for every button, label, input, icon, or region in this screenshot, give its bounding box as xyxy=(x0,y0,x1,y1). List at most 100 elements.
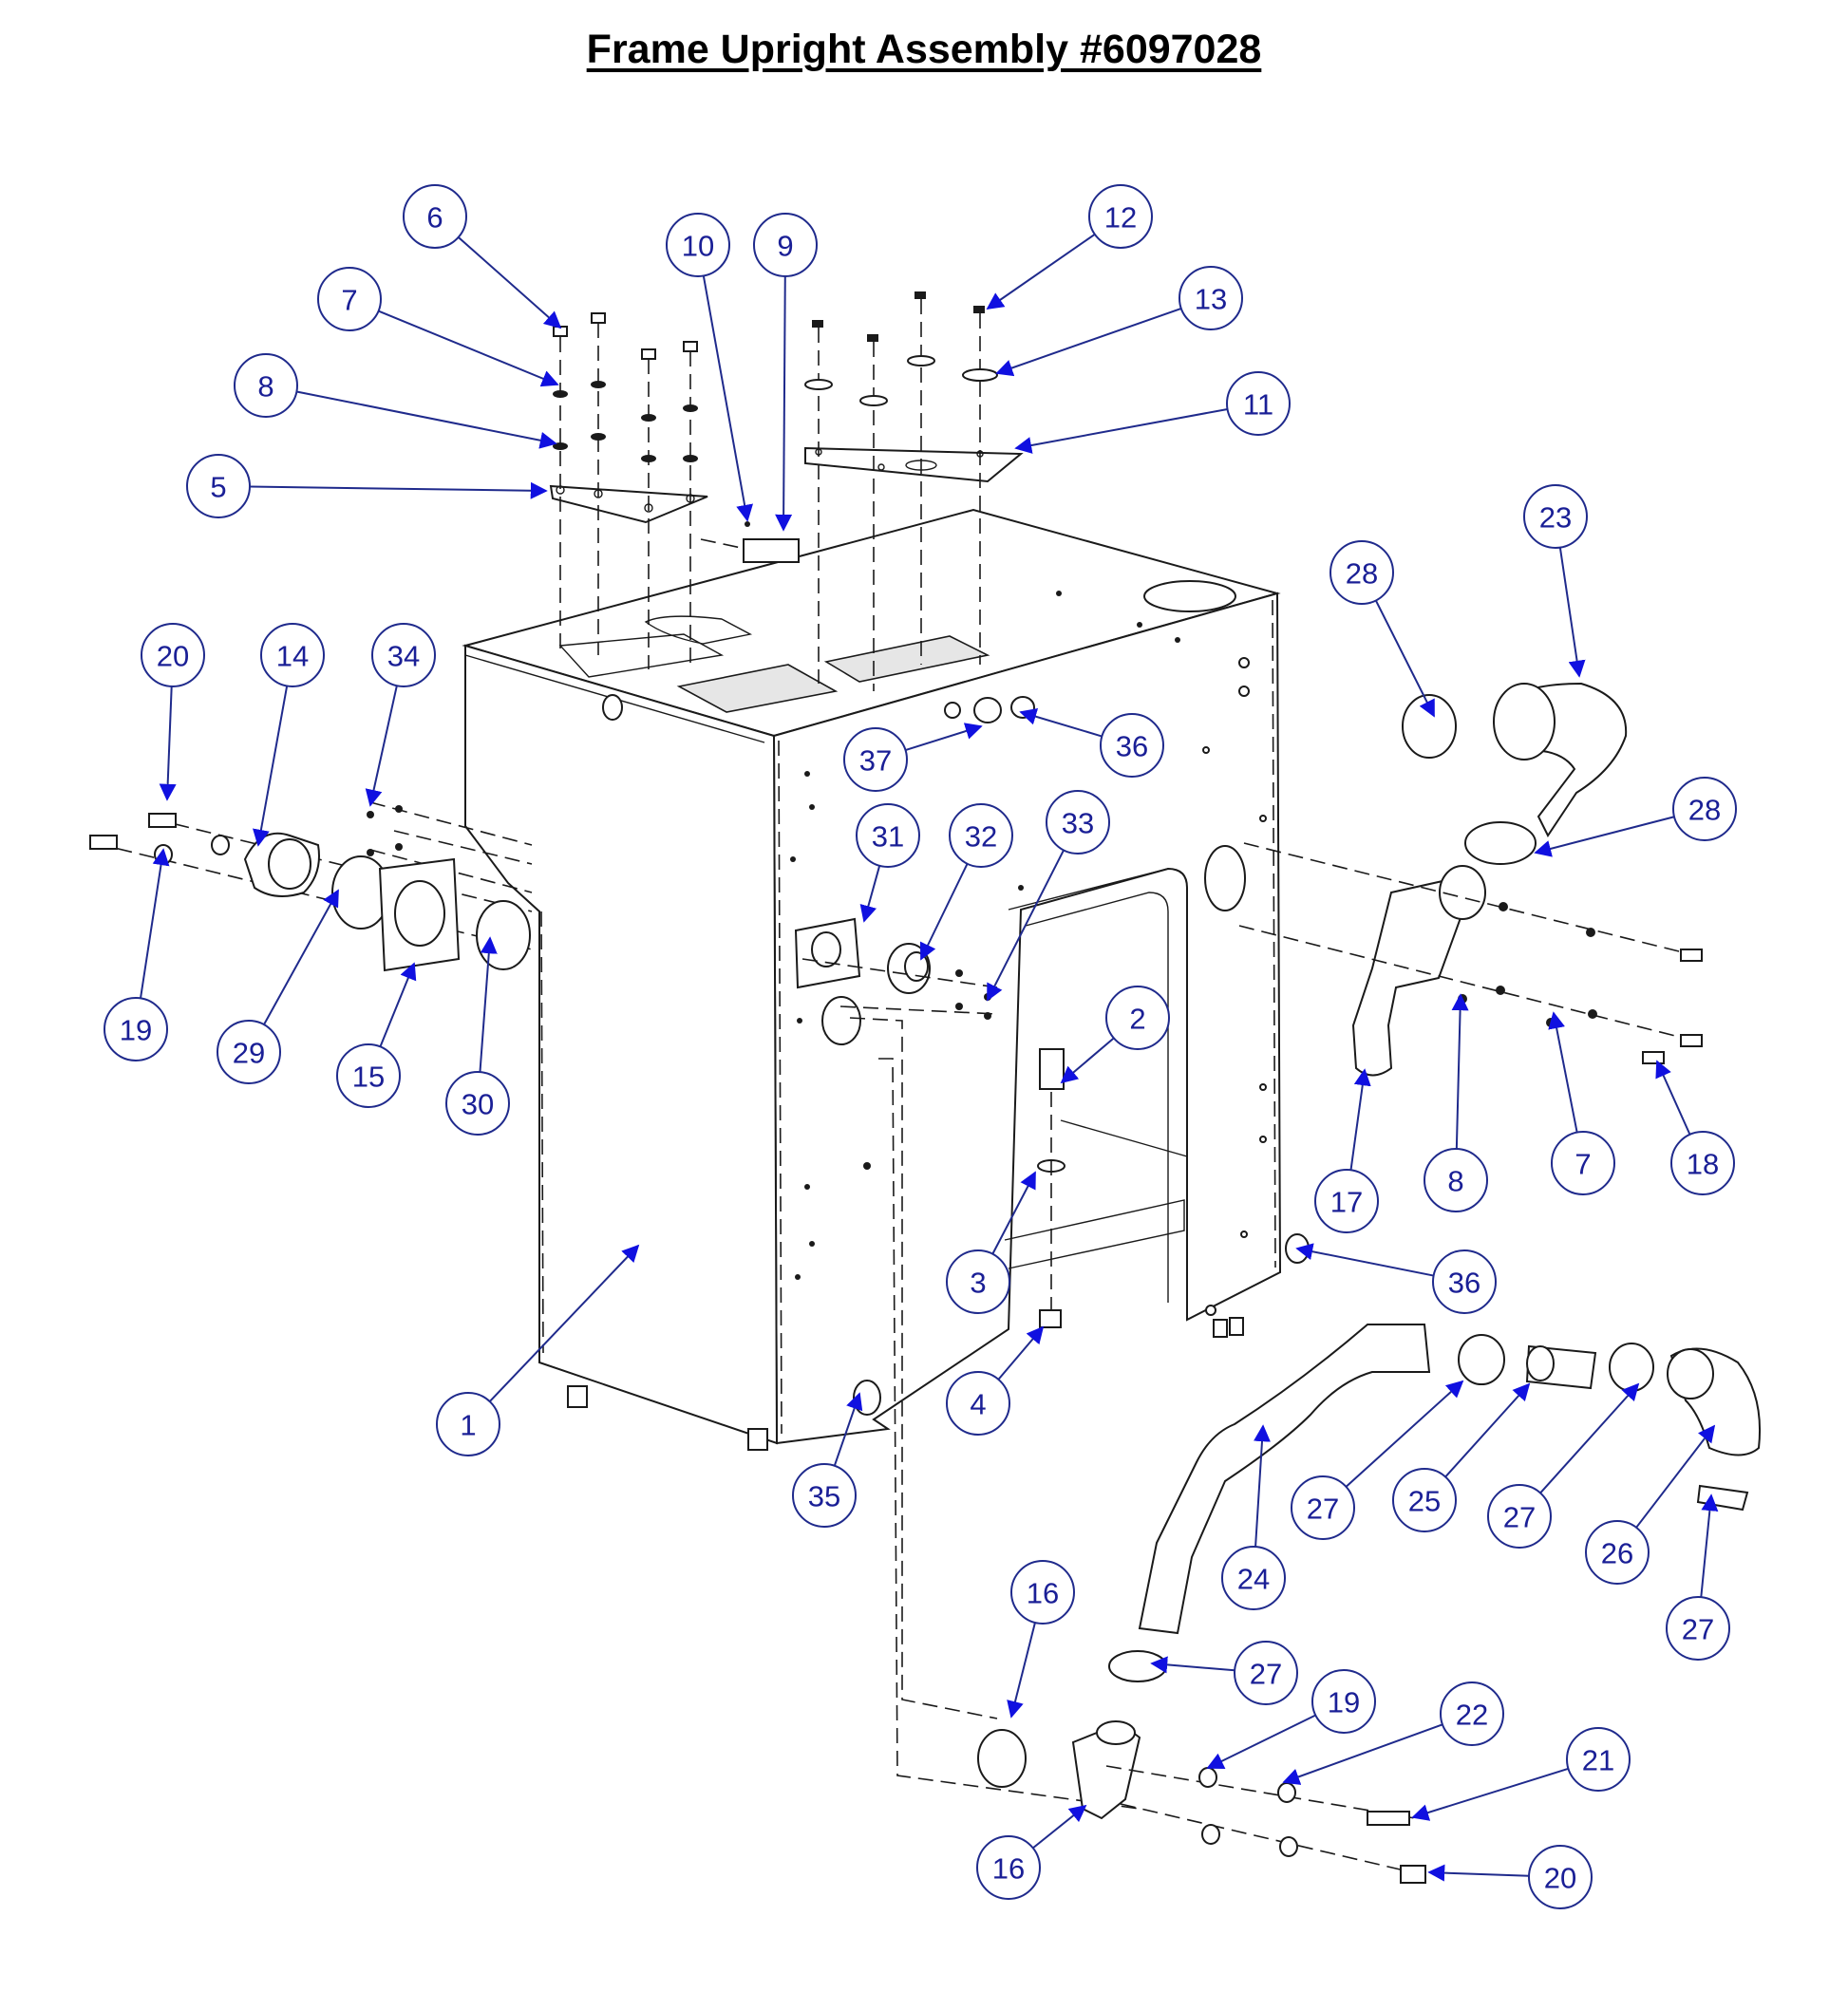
callout-bubble xyxy=(1105,986,1170,1050)
callout-13: 13 xyxy=(995,266,1243,377)
callout-leader-arrow xyxy=(1254,1424,1271,1548)
callout-bubble xyxy=(1221,1546,1286,1610)
callout-number: 32 xyxy=(965,820,997,854)
callout-24: 24 xyxy=(1221,1424,1286,1610)
callout-bubble xyxy=(1311,1669,1376,1734)
callout-bubble xyxy=(1551,1131,1615,1195)
callout-number: 30 xyxy=(462,1088,494,1121)
callout-leader-arrow xyxy=(1374,600,1435,718)
callout-bubble xyxy=(1010,1560,1075,1625)
callout-leader-arrow xyxy=(1655,1060,1691,1136)
top-fasteners xyxy=(553,291,998,691)
cover-plate-left xyxy=(549,484,708,524)
callout-bubble xyxy=(792,1463,857,1528)
callout-number: 2 xyxy=(1129,1003,1145,1036)
callout-leader-arrow xyxy=(987,849,1065,1002)
callout-number: 21 xyxy=(1582,1744,1614,1777)
callout-bubble xyxy=(1424,1148,1488,1212)
callout-number: 27 xyxy=(1682,1613,1714,1646)
callout-number: 36 xyxy=(1116,730,1148,763)
callout-number: 36 xyxy=(1448,1267,1480,1300)
callout-leader-arrow xyxy=(249,481,548,499)
callout-number: 1 xyxy=(460,1409,476,1442)
cover-plate-right xyxy=(804,446,1024,483)
callout-bubble xyxy=(1585,1520,1650,1585)
callout-bubble xyxy=(1487,1484,1552,1549)
callout-leader-arrow xyxy=(296,390,557,449)
callout-18: 18 xyxy=(1655,1060,1735,1195)
callout-bubble xyxy=(1566,1727,1631,1792)
callout-7: 7 xyxy=(1548,1011,1615,1195)
callout-number: 19 xyxy=(1328,1686,1360,1719)
callout-bubble xyxy=(317,267,382,331)
callout-37: 37 xyxy=(843,723,983,792)
callout-14: 14 xyxy=(253,623,325,847)
callout-6: 6 xyxy=(403,184,562,329)
callout-number: 26 xyxy=(1601,1537,1633,1570)
callout-leader-arrow xyxy=(489,1244,640,1402)
callout-bubble xyxy=(1046,790,1110,855)
callout-bubble xyxy=(1088,184,1153,249)
callout-number: 34 xyxy=(387,640,420,673)
callout-leader-arrow xyxy=(986,233,1096,310)
callout-1: 1 xyxy=(436,1244,640,1456)
callout-leader-arrow xyxy=(905,723,983,752)
callout-number: 27 xyxy=(1307,1493,1339,1526)
callout-number: 16 xyxy=(992,1852,1025,1886)
right-upper-parts xyxy=(1238,682,1703,1077)
callout-bubble xyxy=(856,803,920,868)
callout-36: 36 xyxy=(1295,1243,1497,1314)
callout-bubble xyxy=(436,1392,500,1456)
callout-10: 10 xyxy=(666,213,753,522)
callout-bubble xyxy=(753,213,818,277)
callout-number: 29 xyxy=(233,1037,265,1070)
callout-number: 33 xyxy=(1062,807,1094,840)
callout-leader-arrow xyxy=(1345,1380,1464,1488)
callout-16: 16 xyxy=(976,1804,1087,1900)
callout-11: 11 xyxy=(1014,371,1291,454)
callout-leader-arrow xyxy=(1007,1622,1036,1719)
callout-number: 19 xyxy=(120,1014,152,1047)
callout-leader-arrow xyxy=(1558,547,1586,678)
callout-leader-arrow xyxy=(263,889,339,1025)
callout-bubble xyxy=(1440,1681,1504,1746)
callout-bubble xyxy=(1432,1249,1497,1314)
callout-leader-arrow xyxy=(1451,993,1469,1150)
callout-bubble xyxy=(1672,777,1737,841)
callout-leader-arrow xyxy=(378,310,559,387)
callout-leader-arrow xyxy=(253,686,289,847)
bracket-part-9 xyxy=(743,538,800,563)
callout-bubble xyxy=(371,623,436,687)
callout-22: 22 xyxy=(1282,1681,1504,1785)
callout-leader-arrow xyxy=(997,1325,1045,1381)
callout-number: 14 xyxy=(276,640,309,673)
callout-bubble xyxy=(1329,540,1394,605)
callout-bubble xyxy=(1234,1641,1298,1705)
callout-leader-arrow xyxy=(140,848,170,999)
callout-28: 28 xyxy=(1329,540,1435,718)
callout-leader-arrow xyxy=(1019,708,1103,738)
callout-27: 27 xyxy=(1291,1380,1464,1540)
callout-bubble xyxy=(946,1249,1010,1314)
callout-20: 20 xyxy=(1427,1845,1593,1909)
callout-number: 16 xyxy=(1027,1577,1059,1610)
callout-leader-arrow xyxy=(1700,1493,1719,1598)
callout-27: 27 xyxy=(1487,1382,1640,1549)
bolt-group xyxy=(553,312,698,360)
callout-number: 3 xyxy=(970,1267,986,1300)
callout-number: 17 xyxy=(1330,1186,1363,1219)
callout-bubble xyxy=(1670,1131,1735,1195)
callout-19: 19 xyxy=(1206,1669,1376,1769)
callout-leader-arrow xyxy=(1548,1011,1578,1133)
callout-leader-arrow xyxy=(995,307,1182,377)
callout-bubble xyxy=(403,184,467,249)
callout-leader-arrow xyxy=(1411,1767,1569,1821)
callout-bubble xyxy=(946,1371,1010,1436)
right-lower-hose-parts xyxy=(977,1324,1762,1884)
callout-bubble xyxy=(666,213,730,277)
callout-number: 11 xyxy=(1243,388,1273,422)
callout-21: 21 xyxy=(1411,1727,1631,1821)
callout-bubble xyxy=(1523,484,1588,549)
callout-leader-arrow xyxy=(1032,1804,1087,1850)
